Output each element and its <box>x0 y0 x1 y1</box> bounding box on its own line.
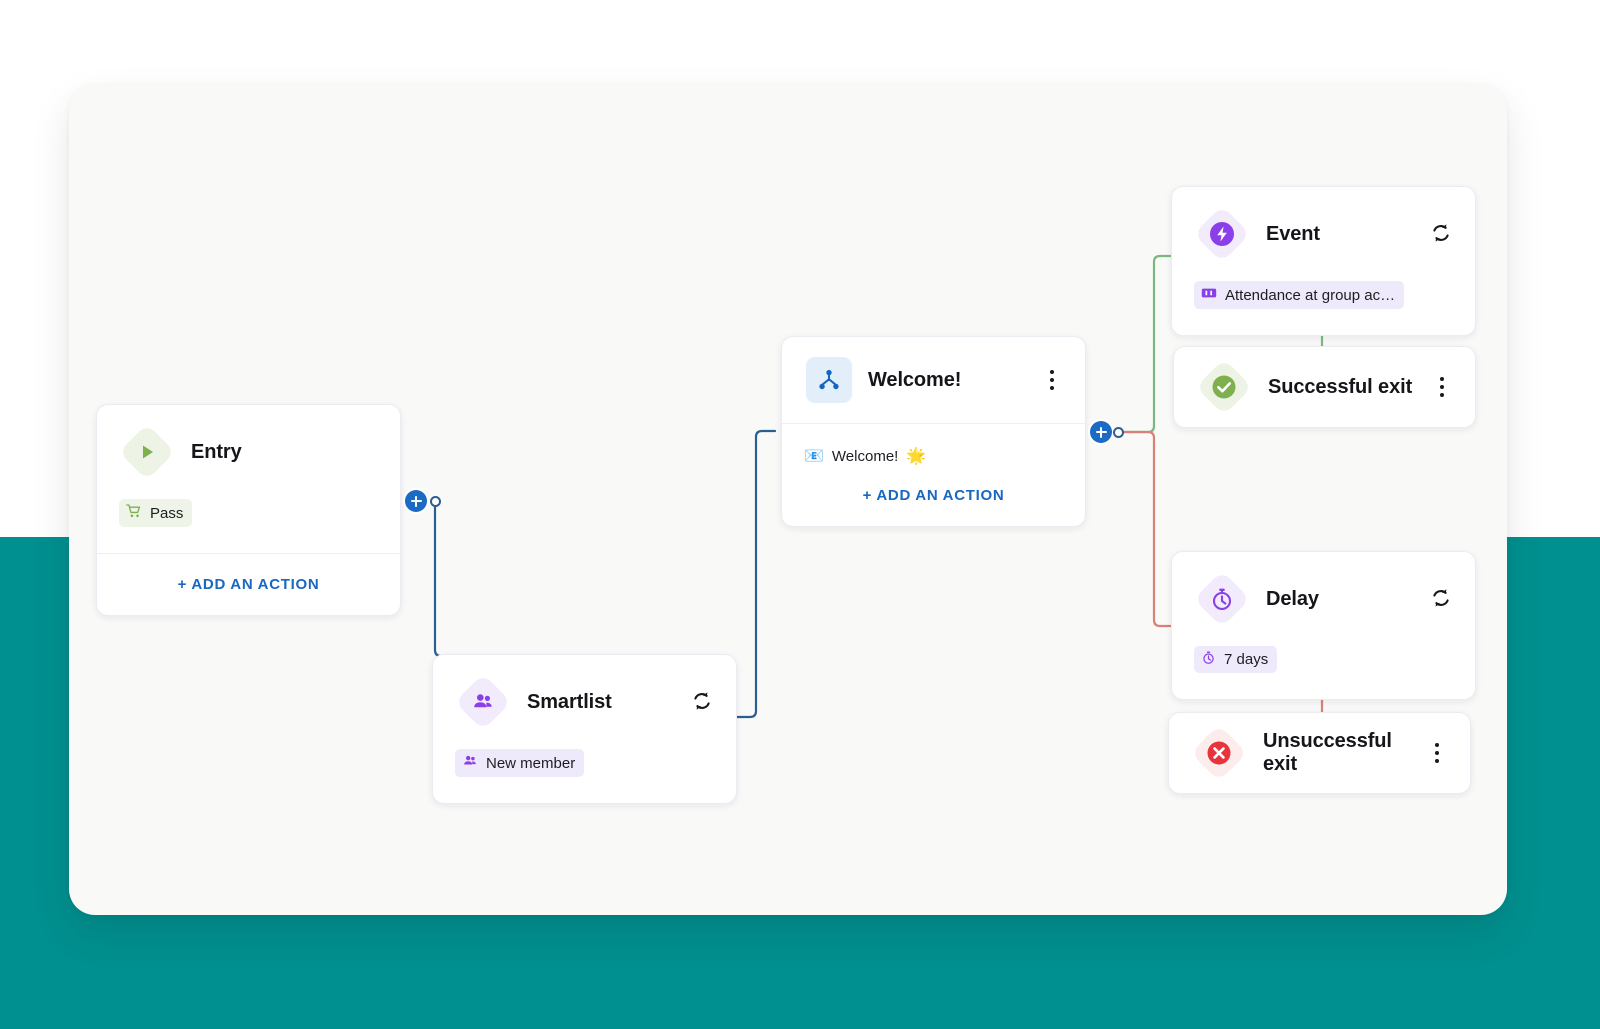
node-event-title: Event <box>1266 222 1320 245</box>
node-smartlist-chip-label: New member <box>486 754 576 772</box>
node-event-chip[interactable]: Attendance at group ac… <box>1194 281 1405 309</box>
node-smartlist-header: Smartlist <box>433 655 736 749</box>
node-welcome-add-action-button[interactable]: + ADD AN ACTION <box>862 487 1005 504</box>
node-smartlist-title: Smartlist <box>527 690 612 713</box>
node-delay[interactable]: Delay <box>1171 551 1476 700</box>
node-delay-chip[interactable]: 7 days <box>1194 646 1278 673</box>
node-successful-exit-title: Successful exit <box>1268 375 1413 398</box>
node-welcome-header: Welcome! <box>782 337 1085 423</box>
node-event-body: Attendance at group ac… <box>1172 281 1475 335</box>
node-entry-body: Pass <box>97 499 400 553</box>
journey-builder-canvas[interactable]: Entry Pass + ADD AN ACTION <box>69 84 1507 915</box>
node-event[interactable]: Event <box>1171 186 1476 336</box>
sync-icon[interactable] <box>1429 221 1455 247</box>
node-welcome-title: Welcome! <box>868 368 962 391</box>
node-event-header: Event <box>1172 187 1475 281</box>
play-icon <box>118 423 176 481</box>
node-welcome-divider <box>782 423 1085 424</box>
envelope-emoji: 📧 <box>804 447 824 465</box>
node-unsuccessful-exit-title: Unsuccessful exit <box>1263 730 1392 775</box>
output-port-entry[interactable] <box>430 496 441 507</box>
ticket-icon <box>1201 285 1217 305</box>
sparkle-emoji: 🌟 <box>906 447 927 465</box>
edge-welcome-to-delay <box>1116 430 1175 628</box>
node-entry[interactable]: Entry Pass + ADD AN ACTION <box>96 404 401 616</box>
node-event-chip-label: Attendance at group ac… <box>1225 286 1396 304</box>
sync-icon[interactable] <box>690 689 716 715</box>
sync-icon[interactable] <box>1429 586 1455 612</box>
node-smartlist[interactable]: Smartlist <box>432 654 737 804</box>
node-smartlist-chip[interactable]: New member <box>455 749 585 777</box>
node-welcome-kebab-menu[interactable] <box>1039 367 1065 393</box>
node-delay-header: Delay <box>1172 552 1475 646</box>
node-smartlist-body: New member <box>433 749 736 803</box>
x-circle-icon <box>1190 724 1248 782</box>
node-delay-title: Delay <box>1266 587 1319 610</box>
node-entry-chip[interactable]: Pass <box>119 499 193 527</box>
lightning-bolt-icon <box>1193 205 1251 263</box>
node-entry-chip-label: Pass <box>150 504 184 522</box>
node-entry-header: Entry <box>97 405 400 499</box>
workflow-icon <box>806 357 852 403</box>
add-step-after-welcome-button[interactable] <box>1090 421 1112 443</box>
node-successful-exit[interactable]: Successful exit <box>1173 346 1476 428</box>
node-delay-chip-label: 7 days <box>1224 651 1269 668</box>
node-unsuccessful-exit-kebab-menu[interactable] <box>1424 740 1450 766</box>
node-welcome-chip-label: Welcome! <box>831 448 899 465</box>
node-welcome-body: 📧 Welcome! 🌟 <box>782 424 1085 469</box>
check-circle-icon <box>1195 358 1253 416</box>
people-icon <box>462 753 478 773</box>
edge-entry-to-smartlist <box>433 499 449 658</box>
people-icon <box>454 673 512 731</box>
node-welcome-chip[interactable]: 📧 Welcome! 🌟 <box>804 444 935 469</box>
shopping-cart-icon <box>126 503 142 523</box>
node-successful-exit-kebab-menu[interactable] <box>1429 374 1455 400</box>
output-port-welcome[interactable] <box>1113 427 1124 438</box>
edge-welcome-to-event <box>1116 254 1175 434</box>
stopwatch-icon <box>1201 650 1216 669</box>
edge-smartlist-to-welcome <box>735 429 777 719</box>
node-successful-exit-header: Successful exit <box>1174 347 1475 427</box>
node-delay-body: 7 days <box>1172 646 1475 699</box>
node-entry-divider <box>97 553 400 554</box>
node-unsuccessful-exit[interactable]: Unsuccessful exit <box>1168 712 1471 794</box>
stopwatch-icon <box>1193 570 1251 628</box>
node-welcome[interactable]: Welcome! 📧 Welcome! 🌟 + ADD AN ACTION <box>781 336 1086 527</box>
node-unsuccessful-exit-header: Unsuccessful exit <box>1169 713 1470 793</box>
node-entry-title: Entry <box>191 440 242 463</box>
add-step-after-entry-button[interactable] <box>405 490 427 512</box>
node-entry-add-action-button[interactable]: + ADD AN ACTION <box>177 576 320 593</box>
